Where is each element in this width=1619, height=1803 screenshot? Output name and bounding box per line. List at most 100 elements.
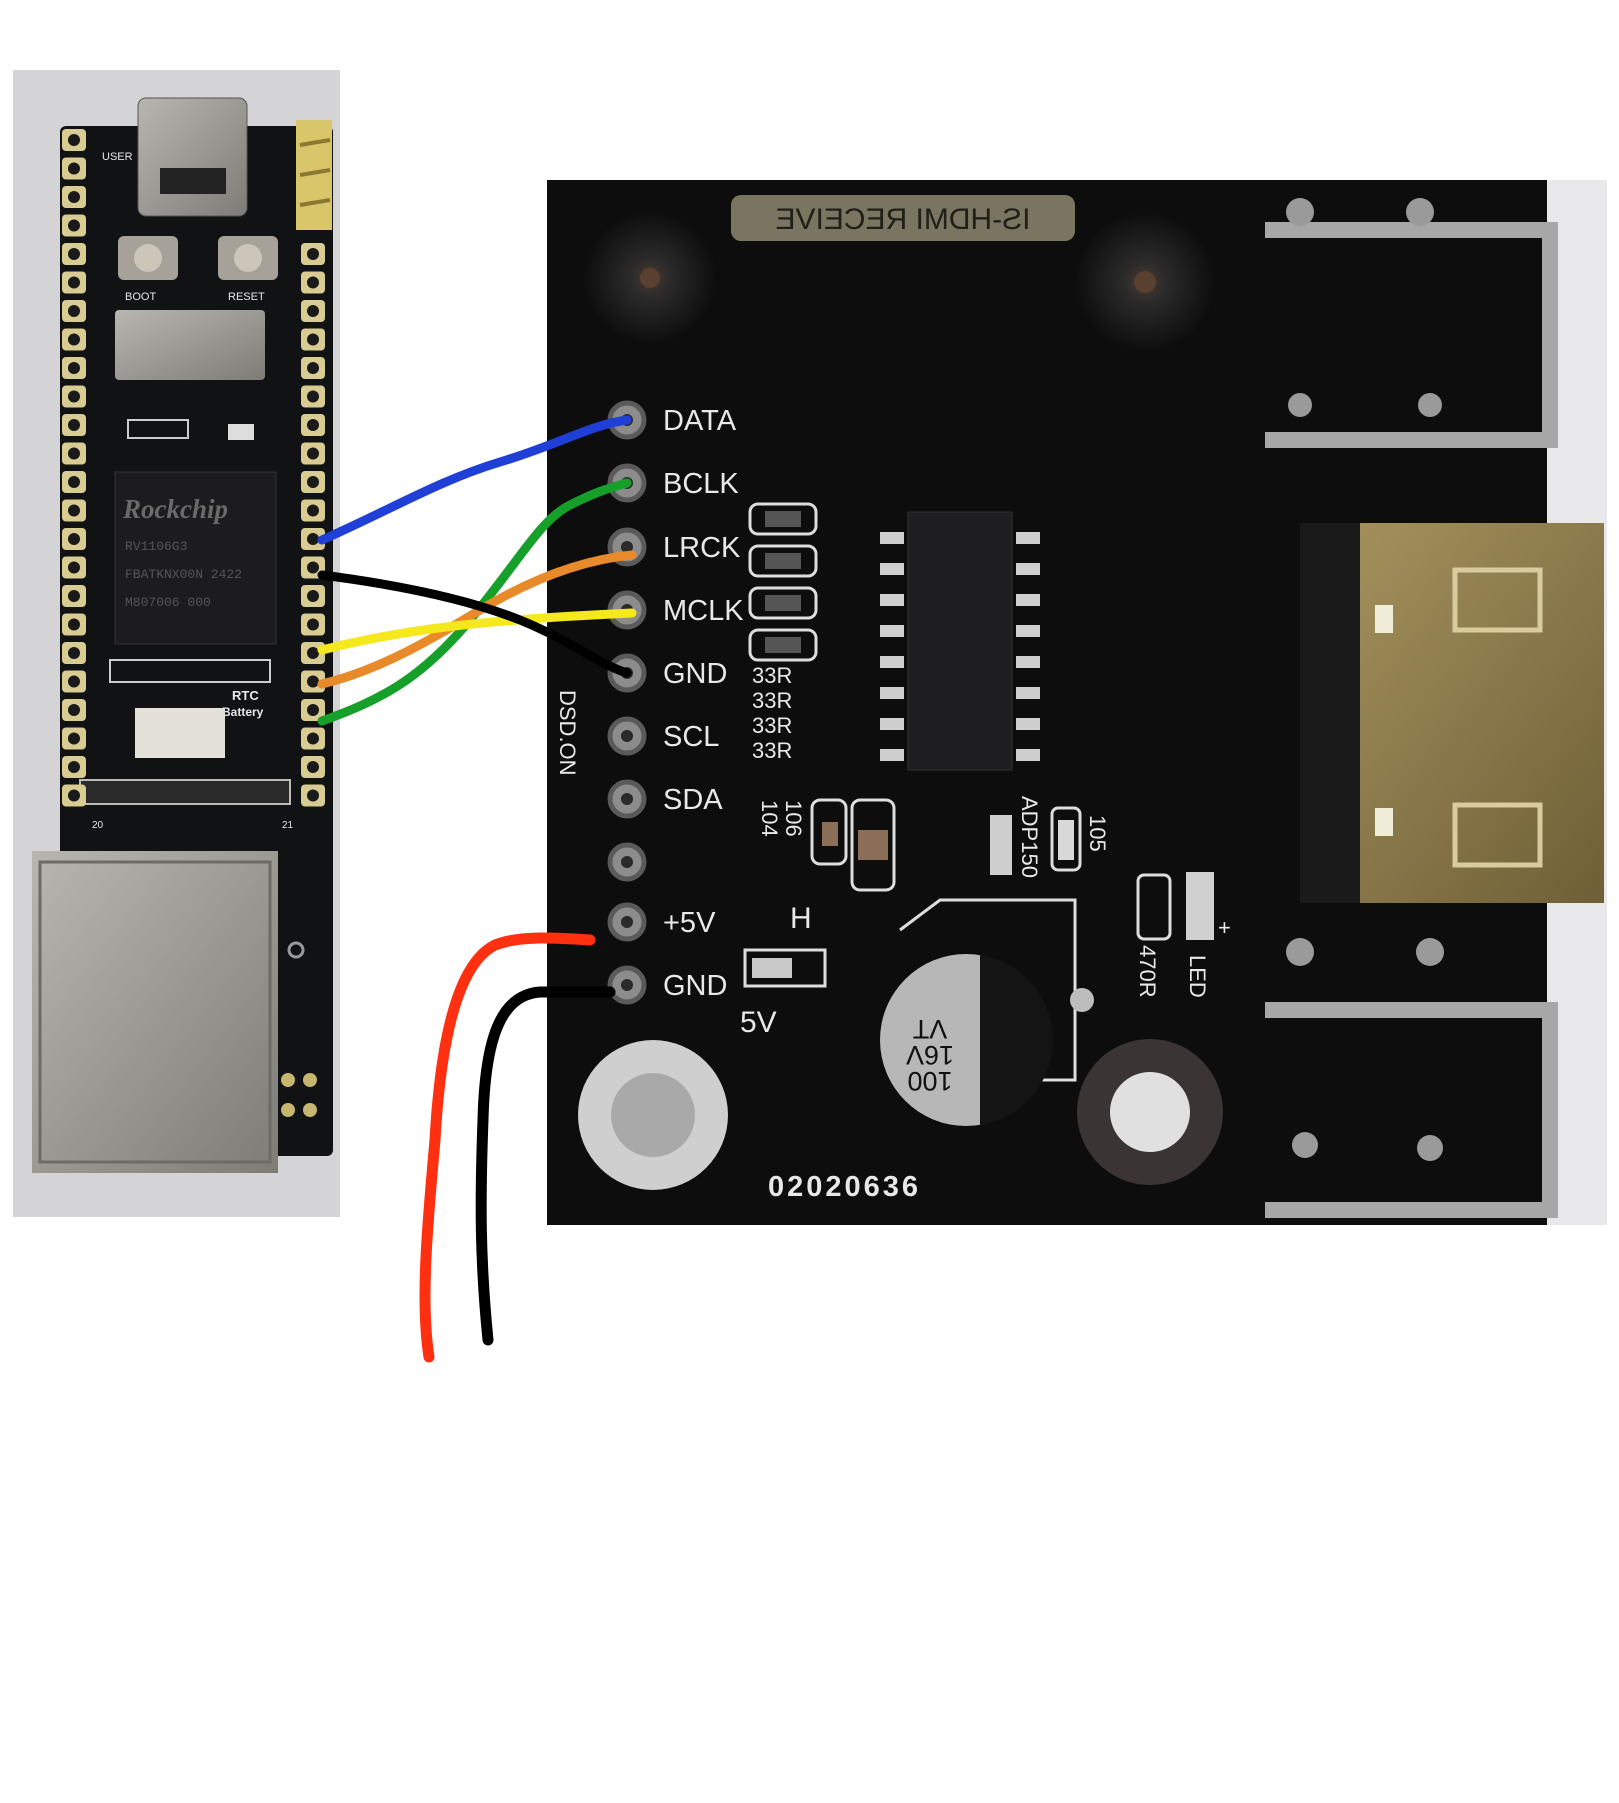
rf-shield: [115, 310, 265, 380]
hdmi-connector: [1300, 523, 1604, 903]
label-470r: 470R: [1135, 945, 1160, 998]
jumper-h-label: H: [790, 902, 812, 935]
power-jumper: [743, 948, 827, 988]
resistor: [748, 586, 818, 620]
pin-label: GND: [663, 658, 727, 690]
gpio-hole: [307, 590, 319, 602]
boot-label: BOOT: [125, 291, 156, 303]
gpio-hole: [68, 162, 80, 175]
capacitor-text: 16V: [906, 1040, 954, 1070]
gpio-hole: [307, 362, 319, 374]
gpio-hole: [307, 476, 319, 488]
ic-leg: [1016, 563, 1040, 575]
gpio-hole: [68, 533, 80, 545]
pin-21-label: 21: [282, 820, 294, 831]
ic-leg: [880, 594, 904, 606]
ic-leg: [1016, 625, 1040, 637]
gpio-hole: [68, 276, 80, 289]
rockchip-soc: Rockchip RV1106G3 FBATKNX00N 2422 M80700…: [114, 471, 277, 645]
dsd-on-label: DSD.ON: [555, 690, 580, 776]
gpio-hole: [307, 333, 319, 346]
reset-label: RESET: [228, 291, 265, 303]
ic-leg: [880, 656, 904, 668]
ic-leg: [1016, 594, 1040, 606]
pin-label: SCL: [663, 721, 719, 753]
ic-leg: [880, 718, 904, 730]
header-pin-hole: [621, 730, 633, 742]
ic-leg: [880, 563, 904, 575]
resistor-label: 33R: [752, 688, 792, 713]
gpio-hole: [68, 333, 80, 346]
cap-label-106: 106: [781, 800, 806, 837]
receiver-ic: [880, 511, 1040, 771]
status-led: [1186, 872, 1214, 940]
gpio-hole: [68, 647, 80, 659]
board-serial-number: 02020636: [768, 1171, 921, 1203]
resistor-body: [765, 595, 801, 611]
right-board-photo: IS-HDMI RECEIVE: [547, 180, 1607, 1225]
gpio-hole: [307, 248, 319, 260]
wire-data: [317, 415, 632, 545]
gpio-hole: [68, 761, 80, 773]
gpio-hole: [68, 704, 80, 716]
ic-leg: [880, 687, 904, 699]
usb-c-port: [137, 97, 248, 217]
gpio-hole: [307, 561, 319, 574]
resistor-label: 33R: [752, 713, 792, 738]
resistor: [748, 502, 818, 536]
user-label: USER: [102, 151, 133, 163]
wire-gnd: [317, 570, 632, 678]
gpio-hole: [68, 305, 80, 317]
pin-label: GND: [663, 970, 727, 1002]
gpio-hole: [307, 761, 319, 773]
ic-leg: [1016, 749, 1040, 761]
gpio-hole: [68, 476, 80, 488]
gpio-hole: [307, 276, 319, 289]
gpio-hole: [68, 447, 80, 460]
gpio-hole: [68, 561, 80, 574]
gpio-hole: [307, 789, 319, 802]
resistor-label: 33R: [752, 738, 792, 763]
battery-label: Battery: [222, 705, 264, 719]
pin-label: SDA: [663, 784, 723, 816]
gpio-hole: [68, 590, 80, 602]
jumper-5v-label: 5V: [740, 1006, 777, 1039]
gpio-hole: [307, 647, 319, 659]
gpio-hole: [307, 504, 319, 517]
gpio-hole: [68, 191, 80, 203]
chip-line: M807006 000: [125, 595, 211, 610]
led-label: LED: [1185, 955, 1210, 998]
electrolytic-capacitor: VT 16V 100: [880, 898, 1094, 1126]
resistor: [748, 628, 818, 662]
ethernet-jack: [32, 851, 317, 1173]
gpio-hole: [68, 732, 80, 745]
resistor-body: [765, 553, 801, 569]
capacitor-text: VT: [913, 1014, 948, 1044]
gpio-hole: [68, 219, 80, 232]
fpc-connector: [79, 779, 291, 805]
label-105: 105: [1085, 815, 1110, 852]
led-plus-label: +: [1218, 915, 1231, 940]
gpio-hole: [68, 390, 80, 403]
header-pin-hole: [621, 856, 633, 868]
gpio-hole: [68, 248, 80, 260]
gpio-hole: [68, 134, 80, 146]
wire-power-gnd: [475, 986, 616, 1346]
chip-line: RV1106G3: [125, 539, 187, 554]
ic-leg: [1016, 532, 1040, 544]
resistor-array: [748, 502, 818, 662]
ic-leg: [1016, 687, 1040, 699]
rtc-label: RTC: [232, 688, 259, 703]
pin-label: +5V: [663, 907, 716, 939]
resistor: [748, 544, 818, 578]
rockchip-logo: Rockchip: [122, 494, 228, 524]
gpio-hole: [307, 419, 319, 431]
gpio-hole: [68, 504, 80, 517]
wires: [317, 415, 637, 1363]
regulator-label: ADP150: [1017, 796, 1042, 878]
gpio-hole: [307, 675, 319, 688]
pin-20-label: 20: [92, 820, 104, 831]
top-port-bracket: [1265, 198, 1558, 448]
header-pin-hole: [621, 979, 633, 991]
